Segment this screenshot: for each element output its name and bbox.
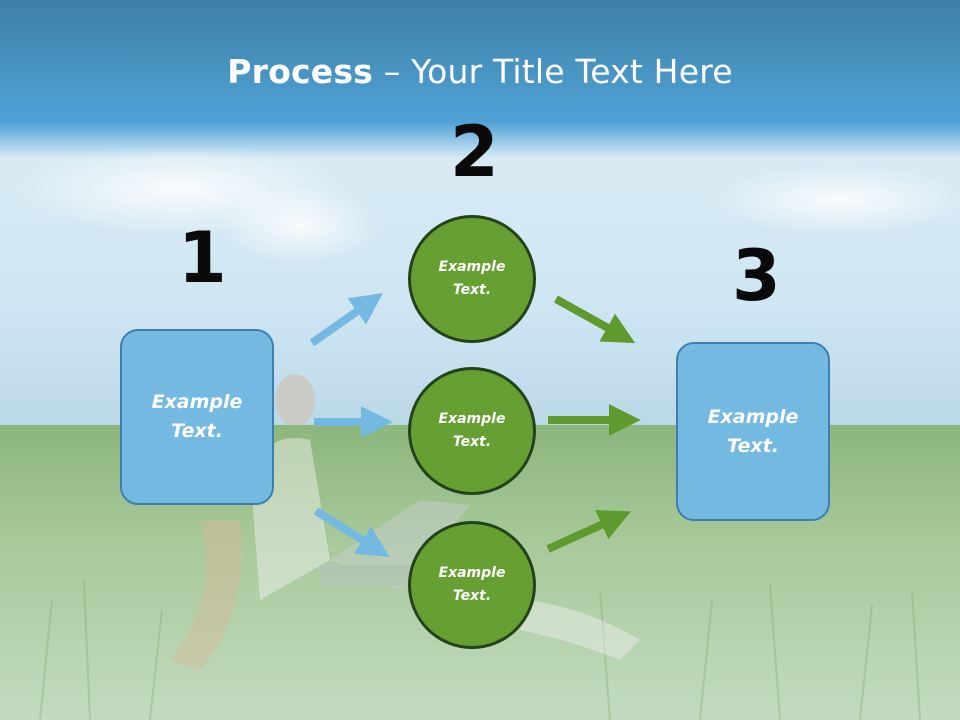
arrow-box1-to-circle-bottom	[313, 507, 390, 558]
arrow-circle-top-to-box3	[554, 295, 636, 344]
step-1-box-label: Example Text.	[151, 391, 243, 442]
arrow-circle-bottom-to-box3	[546, 510, 631, 553]
step-number-2: 2	[450, 111, 499, 193]
circle-middle-label: Example Text.	[438, 411, 506, 450]
step-2-circle-middle: Example Text.	[408, 367, 536, 495]
title-bold: Process	[227, 52, 374, 91]
step-2-circle-bottom: Example Text.	[408, 521, 536, 649]
step-number-1: 1	[178, 217, 227, 299]
step-3-box: Example Text.	[676, 342, 830, 521]
slide-title: Process – Your Title Text Here	[0, 52, 960, 91]
arrow-box1-to-circle-top	[309, 293, 384, 347]
circle-top-label: Example Text.	[438, 259, 506, 298]
title-rest: – Your Title Text Here	[373, 52, 733, 91]
circle-bottom-label: Example Text.	[438, 565, 506, 604]
step-3-box-label: Example Text.	[707, 405, 799, 457]
step-number-3: 3	[732, 235, 781, 317]
step-1-box: Example Text.	[120, 329, 274, 505]
step-2-circle-top: Example Text.	[408, 215, 536, 343]
